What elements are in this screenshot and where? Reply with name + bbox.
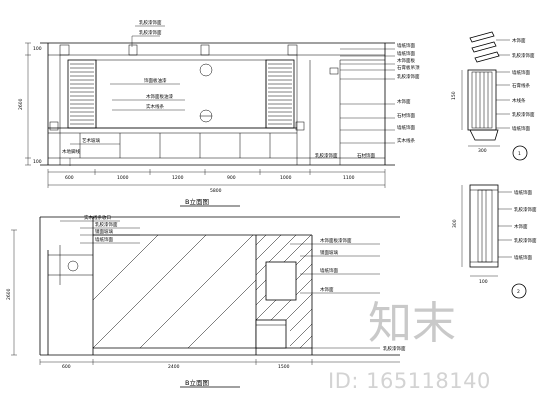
annotation: 墙纸饰面	[514, 254, 532, 261]
dim-label: 1000	[280, 175, 292, 181]
detail-marker-icon	[511, 283, 527, 299]
annotation: 墙纸饰面	[512, 125, 530, 132]
annotation: 艺术玻璃	[82, 137, 100, 144]
dim-total: 5800	[210, 188, 222, 194]
wall-lamp-icon	[67, 260, 79, 272]
annotation: 乳胶漆饰面	[315, 152, 338, 159]
dim-label: 600	[62, 364, 71, 370]
annotation: 乳胶漆饰面	[139, 29, 162, 36]
annotation: 木饰面	[320, 286, 334, 293]
dim-label: 1500	[278, 364, 290, 370]
annotation: 乳胶漆饰面	[512, 52, 535, 59]
shutter-panel-right	[265, 59, 295, 129]
annotation: 乳胶漆饰面	[512, 111, 535, 118]
dim-label: 300	[452, 219, 458, 228]
detail-marker-number: 1	[518, 151, 521, 157]
dim-label: 2600	[18, 98, 24, 110]
annotation: 实木线条	[397, 137, 415, 144]
annotation: 墙纸饰面	[397, 42, 415, 49]
dim-label: 2600	[6, 288, 12, 300]
dim-label: 100	[33, 46, 42, 52]
top-elevation: 100 2600 100 600 1000 1200 900 1000 1100…	[18, 19, 420, 207]
annotation: 镜面玻璃	[95, 228, 113, 235]
light-fixture-icon	[199, 63, 213, 77]
annotation: 实木线条收口	[84, 214, 111, 221]
annotation: 木饰面	[514, 223, 528, 230]
dim-label: 1100	[343, 175, 355, 181]
bottom-elevation: 2600 600 2400 1500 实木线条收口 乳胶漆饰面 镜面玻璃 墙纸饰…	[6, 214, 406, 388]
annotation: 墙纸饰面	[95, 236, 113, 243]
dim-label: 900	[227, 175, 236, 181]
annotation: 木饰面板漆饰面	[320, 237, 352, 244]
annotation: 乳胶漆饰面	[397, 73, 420, 80]
drawing-title-b: B立面图	[185, 378, 209, 387]
annotation: 饰面板油漆	[144, 77, 167, 84]
annotation: 木地脚线	[62, 148, 80, 155]
annotation: 木饰面	[397, 98, 411, 105]
watermark-text: 知末	[368, 298, 456, 349]
dim-label: 2400	[168, 364, 180, 370]
annotation: 乳胶漆饰面	[514, 206, 537, 213]
annotation: 镜面玻璃	[320, 249, 338, 256]
annotation: 墙纸饰面	[397, 50, 415, 57]
annotation: 木饰面	[512, 37, 526, 44]
annotation: 木饰面板油漆	[146, 93, 173, 100]
annotation: 石材饰面	[397, 112, 415, 119]
detail-section-2: 300 100 墙纸饰面 乳胶漆饰面 木饰面 乳胶漆饰面 墙纸饰面 2	[452, 184, 537, 299]
annotation: 乳胶漆饰面	[139, 19, 162, 26]
annotation: 墙纸饰面	[512, 69, 530, 76]
annotation: 木饰面板	[397, 57, 415, 64]
watermark: 知末 ID: 165118140	[328, 298, 491, 393]
annotation: 乳胶漆饰面	[514, 237, 537, 244]
shutter-panel-left	[67, 59, 97, 129]
dim-label: 600	[65, 175, 74, 181]
annotation: 墙纸饰面	[320, 267, 338, 274]
dim-label: 100	[33, 159, 42, 165]
annotation: 木线条	[512, 97, 526, 104]
annotation: 石膏线条	[512, 82, 530, 89]
annotation: 墙纸饰面	[397, 124, 415, 131]
annotation: 墙纸饰面	[514, 189, 532, 196]
annotation: 实木线条	[146, 103, 164, 110]
annotation: 石材饰面	[357, 152, 375, 159]
annotation: 乳胶漆饰面	[95, 221, 118, 228]
dim-label: 1200	[172, 175, 184, 181]
watermark-id: ID: 165118140	[328, 369, 491, 393]
detail-section-1: 150 300 木饰面 乳胶漆饰面 墙纸饰面 石膏线条 木线条 乳胶漆饰面 墙纸…	[451, 31, 535, 161]
dim-label: 100	[479, 279, 488, 285]
detail-marker-number: 2	[517, 289, 520, 295]
annotation: 乳胶漆饰面	[383, 345, 406, 352]
dim-label: 1000	[117, 175, 129, 181]
drawing-title-a: B立面图	[185, 197, 209, 206]
detail-marker-icon	[512, 145, 528, 161]
dim-label: 300	[478, 148, 487, 154]
annotation: 石膏板吊顶	[397, 64, 420, 71]
dim-label: 150	[451, 91, 457, 100]
